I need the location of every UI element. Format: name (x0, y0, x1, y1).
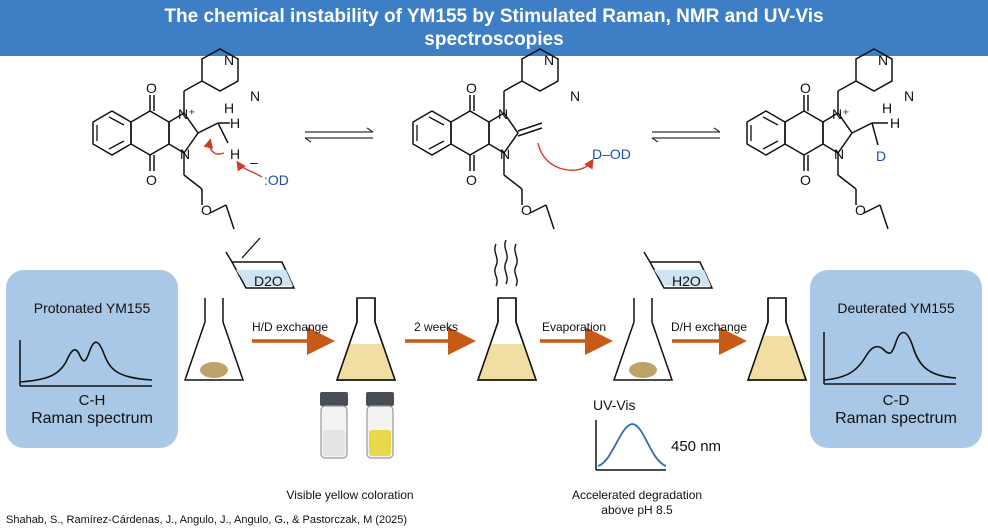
degradation-line-2: above pH 8.5 (601, 503, 673, 517)
vial-yellow (366, 392, 394, 459)
step-dh-exchange: D/H exchange (670, 320, 748, 334)
deuterated-panel: Deuterated YM155 C-D Raman spectrum (810, 270, 982, 448)
ether-o: O (201, 202, 212, 218)
imidazolium-n: N⁺ (178, 106, 196, 122)
carbonyl-o: O (466, 80, 477, 96)
title-line-2: spectroscopies (424, 29, 564, 50)
acidic-h: H (230, 146, 240, 162)
methyl-h: H (882, 100, 892, 116)
d2o-beaker (225, 237, 296, 289)
heavy-water: D–OD (592, 146, 631, 162)
carbonyl-o: O (466, 172, 477, 188)
deuterium-atom: D (876, 148, 886, 164)
flask-solid (183, 298, 245, 381)
title-banner: The chemical instability of YM155 by Sti… (0, 0, 988, 56)
flask-redissolved (746, 297, 808, 381)
title-line-1: The chemical instability of YM155 by Sti… (164, 6, 824, 27)
step-hd-exchange: H/D exchange (251, 320, 329, 334)
deuterated-bond-label: C-D (882, 392, 910, 409)
flask-solution (335, 297, 397, 381)
citation: Shahab, S., Ramírez-Cárdenas, J., Angulo… (6, 514, 408, 526)
molecule-ylide: O O N N N N O D–OD (412, 48, 631, 230)
carbonyl-o: O (146, 80, 157, 96)
ether-o: O (521, 202, 532, 218)
carbonyl-o: O (800, 80, 811, 96)
equilibrium-arrow (304, 127, 374, 143)
absorption-wavelength: 450 nm (671, 438, 722, 455)
protonated-title: Protonated YM155 (33, 300, 151, 316)
carbonyl-o: O (146, 172, 157, 188)
flask-aged-solution (476, 297, 538, 381)
pyrazine-n: N (544, 52, 554, 68)
vial-clear (320, 392, 348, 459)
deuterated-caption: Raman spectrum (835, 410, 957, 427)
h2o-label: H2O (672, 273, 701, 289)
d2o-label: D2O (254, 273, 283, 289)
pyrazine-n: N (250, 88, 260, 104)
protonated-panel: Protonated YM155 C-H Raman spectrum (6, 270, 178, 448)
pyrazine-n: N (904, 88, 914, 104)
step-two-weeks: 2 weeks (413, 320, 459, 334)
imidazole-n: N (834, 146, 844, 162)
uvvis-plot (595, 420, 667, 471)
methyl-h: H (230, 115, 240, 131)
deuteroxide-ion: :OD (264, 172, 289, 188)
uvvis-title: UV-Vis (593, 397, 636, 413)
degradation-line-1: Accelerated degradation (571, 488, 703, 502)
imidazole-n: N (498, 106, 508, 122)
imidazole-n: N (500, 146, 510, 162)
carbonyl-o: O (800, 172, 811, 188)
methyl-h: H (224, 100, 234, 116)
molecule-deuterated: O O N⁺ N N N O H H D (746, 48, 914, 230)
protonated-bond-label: C-H (78, 392, 106, 409)
flask-residue (612, 298, 674, 381)
degradation-caption: Accelerated degradation above pH 8.5 (552, 488, 722, 518)
deuterated-title: Deuterated YM155 (837, 300, 955, 316)
spectrum-curve (823, 331, 957, 381)
spectrum-curve (19, 341, 153, 383)
protonated-raman-spectrum (19, 340, 153, 387)
imidazolium-n: N⁺ (832, 106, 850, 122)
pyrazine-n: N (878, 52, 888, 68)
ether-o: O (855, 202, 866, 218)
imidazole-n: N (180, 146, 190, 162)
vapor-icon (494, 239, 518, 287)
equilibrium-arrow (651, 127, 721, 143)
pyrazine-n: N (224, 52, 234, 68)
pyrazine-n: N (570, 88, 580, 104)
negative-charge: – (250, 154, 258, 170)
h2o-beaker (643, 251, 714, 289)
molecule-protonated: O O N⁺ N N N O H H H :OD – (92, 48, 289, 230)
methyl-h: H (890, 115, 900, 131)
yellow-coloration-caption: Visible yellow coloration (286, 488, 414, 502)
protonated-caption: Raman spectrum (31, 410, 153, 427)
deuterated-raman-spectrum (823, 331, 957, 385)
step-evaporation: Evaporation (541, 320, 607, 334)
